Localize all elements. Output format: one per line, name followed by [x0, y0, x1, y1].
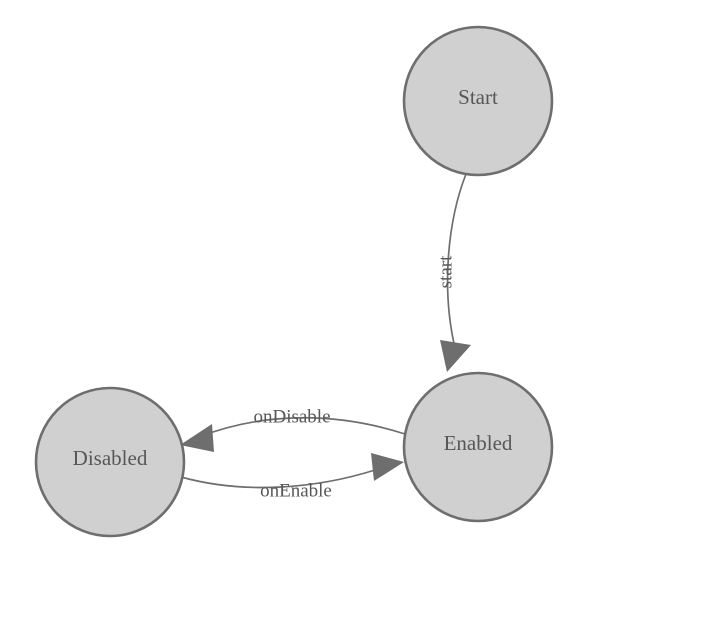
- node-disabled-label: Disabled: [73, 446, 148, 470]
- edge-label-onenable: onEnable: [260, 480, 332, 501]
- edge-enabled-to-disabled[interactable]: [180, 416, 406, 452]
- edge-enabled-to-disabled-arrowhead: [180, 424, 214, 452]
- edge-disabled-to-enabled[interactable]: [180, 453, 404, 489]
- edge-disabled-to-enabled-arrowhead: [371, 453, 404, 481]
- node-enabled-circle: [402, 371, 554, 523]
- node-enabled-label: Enabled: [444, 431, 513, 455]
- edge-enabled-to-disabled-path: [198, 416, 406, 438]
- node-disabled-circle: [34, 386, 186, 538]
- node-start[interactable]: Start: [402, 25, 554, 177]
- edge-start-to-enabled-arrowhead: [440, 340, 471, 372]
- edge-start-to-enabled-path: [446, 173, 467, 349]
- node-start-circle: [402, 25, 554, 177]
- edge-start-to-enabled[interactable]: [440, 173, 471, 372]
- node-enabled[interactable]: Enabled: [402, 371, 554, 523]
- node-start-label: Start: [458, 85, 498, 109]
- edge-disabled-to-enabled-path: [180, 469, 376, 489]
- edge-label-ondisable: onDisable: [253, 406, 330, 427]
- edge-label-start: start: [435, 255, 456, 288]
- node-disabled[interactable]: Disabled: [34, 386, 186, 538]
